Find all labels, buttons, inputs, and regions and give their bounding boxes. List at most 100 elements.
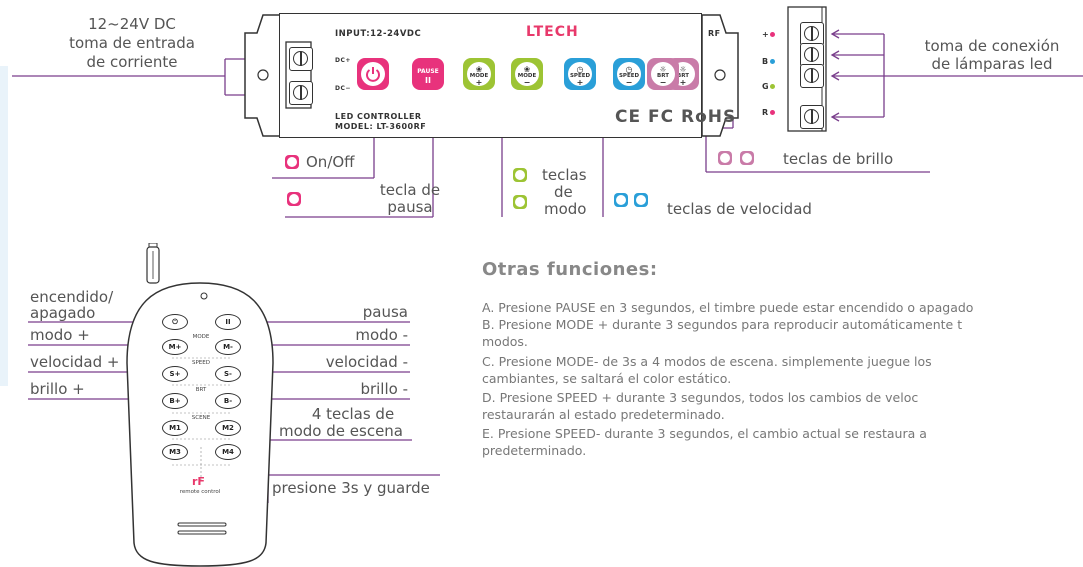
speed-plus-key[interactable]: ◷SPEED+	[564, 58, 596, 90]
output-g-label: G	[762, 82, 770, 91]
remote-label-brt-plus: brillo +	[30, 380, 85, 398]
model-number: MODEL: LT-3600RF	[335, 122, 427, 131]
mode-plus-key[interactable]: ❀MODE+	[463, 58, 495, 90]
remote-pause-button[interactable]: II	[215, 314, 241, 330]
mode-label-1: teclas	[542, 166, 587, 184]
power-input-label-1: 12~24V DC	[88, 15, 176, 33]
remote-label-onoff-2: apagado	[30, 304, 96, 322]
dc-minus-terminal	[289, 81, 313, 105]
output-plus-dot	[770, 32, 775, 37]
other-functions-line-c: C. Presione MODE- de 3s a 4 modos de esc…	[482, 354, 932, 369]
brt-minus-key-icon	[740, 151, 754, 165]
power-key-icon	[285, 155, 299, 169]
clock-icon: ◷	[576, 65, 584, 74]
output-b-dot	[770, 59, 775, 64]
remote-label-mode-plus: modo +	[30, 326, 90, 344]
dc-plus-terminal	[289, 47, 313, 71]
remote-label-speed-minus: velocidad -	[325, 353, 408, 371]
clock-icon: ◷	[625, 65, 633, 74]
mode-label-3: modo	[544, 200, 587, 218]
brt-minus-key[interactable]: ☼BRT−	[647, 58, 679, 90]
output-b-label: B	[762, 57, 769, 66]
brightness-label: teclas de brillo	[783, 150, 894, 168]
output-g-dot	[770, 84, 775, 89]
pause-label-1: tecla de	[379, 181, 441, 199]
dc-minus-label: DC−	[335, 85, 351, 92]
output-r-dot	[770, 110, 775, 115]
remote-speed-plus-button[interactable]: S+	[162, 366, 188, 382]
remote-mode-minus-button[interactable]: M-	[215, 339, 241, 355]
led-controller-device: INPUT:12-24VDC LTECH RF DC+ DC− LED CONT…	[243, 13, 775, 138]
other-functions-line-b: B. Presione MODE + durante 3 segundos pa…	[482, 317, 963, 332]
other-functions-line-e: E. Presione SPEED- durante 3 segundos, e…	[482, 426, 927, 441]
remote-speed-minus-button[interactable]: S-	[215, 366, 241, 382]
other-functions-line-d: D. Presione SPEED + durante 3 segundos, …	[482, 390, 919, 405]
rf-label: RF	[708, 29, 721, 38]
speed-label: teclas de velocidad	[667, 200, 812, 218]
remote-label-scene-1: 4 teclas de	[311, 405, 395, 423]
remote-label-speed-plus: velocidad +	[30, 353, 120, 371]
remote-brt-plus-button[interactable]: B+	[162, 393, 188, 409]
power-icon	[366, 67, 380, 82]
speed-plus-key-icon	[614, 193, 628, 207]
brt-plus-key-icon	[718, 151, 732, 165]
svg-text:rF: rF	[192, 475, 205, 487]
mode-plus-key-icon	[513, 168, 527, 182]
lamp-output-label-1: toma de conexión	[924, 37, 1060, 55]
output-r-label: R	[762, 108, 769, 117]
output-terminal-b	[800, 43, 824, 67]
mode-minus-key-icon	[513, 195, 527, 209]
remote-power-button[interactable]: ⏻	[162, 314, 188, 330]
remote-label-brt-minus: brillo -	[360, 380, 408, 398]
pause-label-2: pausa	[387, 198, 433, 216]
remote-label-pause: pausa	[362, 303, 408, 321]
certification-marks: CE FC RoHS	[615, 107, 737, 127]
remote-m2-button[interactable]: M2	[215, 420, 241, 436]
remote-brt-minus-button[interactable]: B-	[215, 393, 241, 409]
other-functions-line-e2: predeterminado.	[482, 443, 587, 458]
power-key[interactable]	[357, 58, 389, 90]
power-input-label-3: de corriente	[86, 53, 178, 71]
remote-m4-button[interactable]: M4	[215, 444, 241, 460]
led-controller-text: LED CONTROLLER	[335, 112, 422, 121]
left-edge-strip	[0, 66, 8, 386]
speed-minus-key-icon	[634, 193, 648, 207]
other-functions-title: Otras funciones:	[482, 259, 658, 280]
onoff-label: On/Off	[306, 153, 355, 171]
mode-icon: ❀	[523, 65, 531, 74]
left-flange	[244, 14, 282, 137]
dc-plus-label: DC+	[335, 57, 351, 64]
remote-mode-section: MODE	[192, 334, 210, 340]
mode-minus-key[interactable]: ❀MODE−	[511, 58, 543, 90]
sun-icon: ☼	[659, 65, 667, 74]
mode-icon: ❀	[475, 65, 483, 74]
input-rating-label: INPUT:12-24VDC	[335, 29, 422, 39]
output-terminal-g	[800, 64, 824, 88]
sun-icon: ☼	[679, 65, 687, 74]
remote-m3-button[interactable]: M3	[162, 444, 188, 460]
rf-logo-icon: rF	[192, 475, 205, 487]
remote-label-scene-save: presione 3s y guarde	[272, 479, 430, 497]
remote-m1-button[interactable]: M1	[162, 420, 188, 436]
other-functions-line-c2: cambiantes, se saltará el color estático…	[482, 371, 732, 386]
remote-scene-section: SCENE	[191, 415, 211, 421]
pause-key[interactable]: PAUSE II	[412, 58, 444, 90]
other-functions-line-b2: modos.	[482, 334, 528, 349]
speed-minus-key[interactable]: ◷SPEED−	[613, 58, 645, 90]
remote-mode-plus-button[interactable]: M+	[162, 339, 188, 355]
brand-logo: LTECH	[526, 24, 579, 40]
pause-key-icon	[287, 192, 301, 206]
power-input-label-2: toma de entrada	[69, 34, 195, 52]
lamp-output-label-2: de lámparas led	[931, 55, 1053, 73]
other-functions-line-a: A. Presione PAUSE en 3 segundos, el timb…	[482, 300, 974, 315]
remote-body	[126, 243, 274, 567]
output-plus-label: +	[762, 30, 770, 39]
output-terminal-r	[800, 105, 824, 129]
right-flange	[701, 14, 739, 137]
remote-logo-text: remote control	[179, 489, 221, 495]
other-functions-line-d2: restaurarán al estado predeterminado.	[482, 407, 725, 422]
remote-control: ⏻ II MODE M+ M- SPEED S+ S- BRT B+ B- SC…	[126, 243, 274, 567]
remote-label-scene-2: modo de escena	[279, 422, 403, 440]
mode-label-2: de	[554, 183, 573, 201]
remote-label-mode-minus: modo -	[355, 326, 408, 344]
